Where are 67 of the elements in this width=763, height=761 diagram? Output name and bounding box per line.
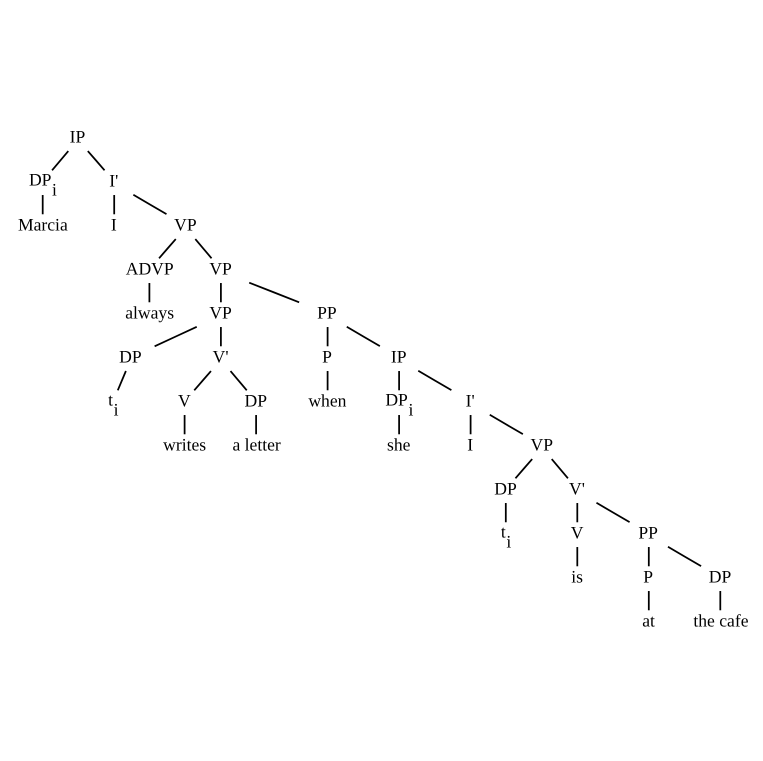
connector	[504, 503, 507, 522]
connector	[132, 194, 167, 215]
node-text: DP	[708, 566, 732, 587]
node-text: V	[178, 390, 191, 411]
connector	[551, 458, 569, 479]
connector	[194, 370, 212, 391]
connector	[719, 591, 722, 610]
node-text: DP	[119, 346, 142, 367]
connector	[648, 547, 650, 566]
node-text: DP	[244, 390, 268, 411]
node-text: the cafe	[693, 610, 749, 631]
connector	[398, 371, 400, 390]
connector	[248, 282, 300, 304]
connector	[230, 370, 248, 391]
connector	[148, 283, 150, 302]
node-text: when	[308, 390, 346, 411]
connector	[116, 370, 127, 391]
connector	[326, 371, 328, 390]
connector	[326, 327, 328, 346]
node-text: she	[387, 434, 410, 455]
node-text: ADVP	[126, 258, 174, 279]
node-text: I	[110, 214, 117, 235]
connector	[596, 502, 630, 523]
connector	[576, 503, 578, 522]
node-text: VP	[209, 258, 232, 279]
node-text: IP	[390, 346, 407, 367]
connector	[346, 326, 380, 347]
connector	[255, 415, 257, 434]
connector	[220, 283, 222, 302]
connector	[113, 195, 116, 214]
node-text: VP	[174, 214, 197, 235]
connector	[194, 238, 212, 259]
node-text: I	[467, 434, 474, 455]
connector	[154, 326, 198, 348]
node-text: is	[571, 566, 583, 587]
node-text: P	[643, 566, 654, 587]
connector	[398, 415, 400, 434]
connector	[42, 195, 44, 214]
node-text: VP	[209, 302, 232, 323]
node-text: P	[322, 346, 332, 367]
node-text: I'	[109, 170, 118, 191]
node-text: Marcia	[18, 214, 68, 235]
node-text: V'	[212, 346, 229, 367]
node-text: at	[642, 610, 655, 631]
connector	[158, 238, 176, 259]
node-text: a letter	[232, 434, 281, 455]
node-text: always	[125, 302, 174, 323]
connector	[648, 591, 650, 610]
connector	[220, 327, 222, 346]
connector	[489, 414, 524, 435]
node-text: DP	[494, 478, 517, 499]
node-text: VP	[530, 434, 554, 455]
node-text: IP	[70, 126, 86, 147]
node-text: PP	[317, 302, 337, 323]
node-text: PP	[638, 522, 658, 543]
connector	[51, 150, 69, 171]
node-text: V'	[569, 478, 585, 499]
connector	[470, 415, 472, 434]
node-text: I'	[466, 390, 475, 411]
connector	[184, 415, 186, 434]
connector	[418, 370, 452, 391]
connector	[576, 547, 578, 566]
connector	[87, 150, 106, 171]
node-text: writes	[163, 434, 206, 455]
connector	[668, 546, 702, 567]
node-text: V	[570, 522, 584, 543]
connector	[514, 458, 533, 479]
